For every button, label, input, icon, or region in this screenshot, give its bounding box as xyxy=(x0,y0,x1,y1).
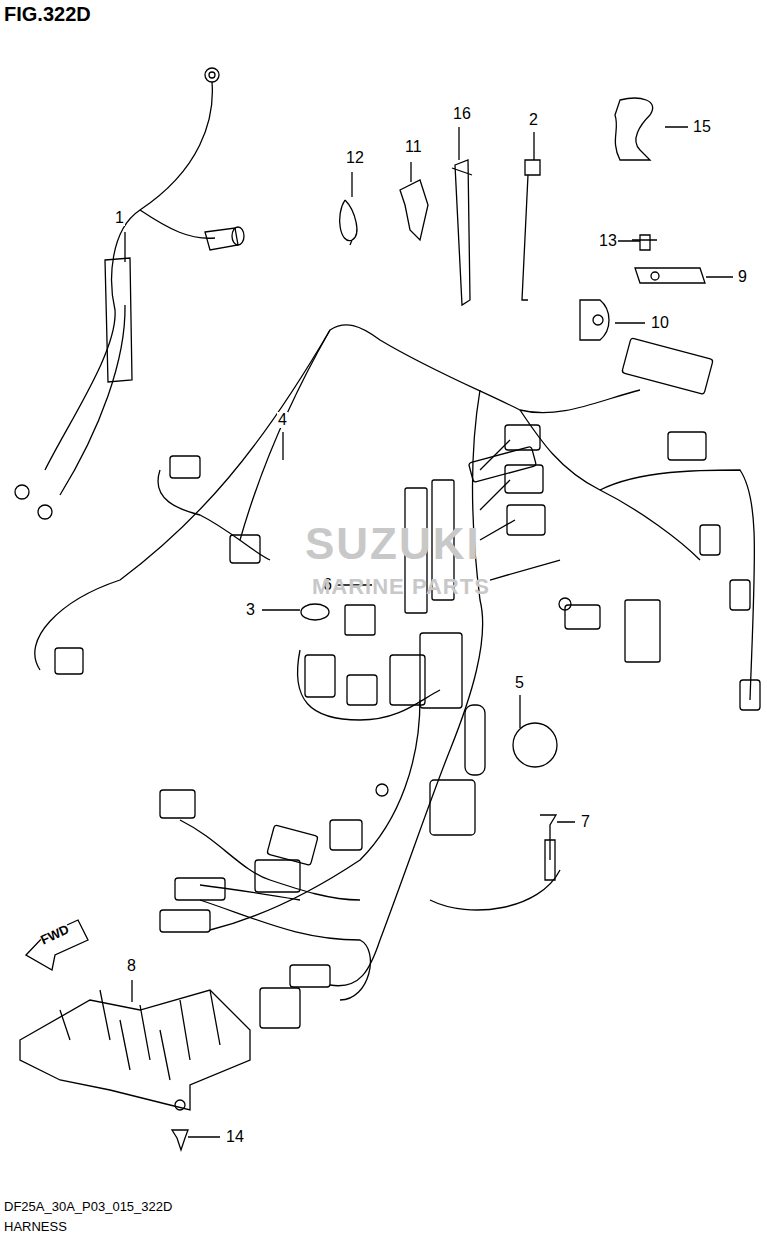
figure-title: FIG.322D xyxy=(4,4,91,24)
figure-caption: HARNESS xyxy=(4,1220,67,1233)
callout-number: 13 xyxy=(598,233,618,249)
figure-code: DF25A_30A_P03_015_322D xyxy=(4,1200,172,1213)
callout-number: 2 xyxy=(528,112,539,128)
callout-number: 9 xyxy=(737,269,748,285)
callout-number: 5 xyxy=(514,675,525,691)
callout-number: 15 xyxy=(692,119,712,135)
callout-number: 14 xyxy=(225,1129,245,1145)
callout-number: 16 xyxy=(452,106,472,122)
callout-number: 3 xyxy=(245,602,256,618)
callout-number: 4 xyxy=(277,412,288,428)
watermark: SUZUKI xyxy=(305,522,481,566)
callout-number: 1 xyxy=(114,210,125,226)
callout-number: 10 xyxy=(650,315,670,331)
watermark: MARINE PARTS xyxy=(312,576,490,598)
callout-number: 12 xyxy=(345,150,365,166)
callout-number: 7 xyxy=(580,814,591,830)
callout-number: 8 xyxy=(126,958,137,974)
callout-number: 11 xyxy=(404,139,423,155)
